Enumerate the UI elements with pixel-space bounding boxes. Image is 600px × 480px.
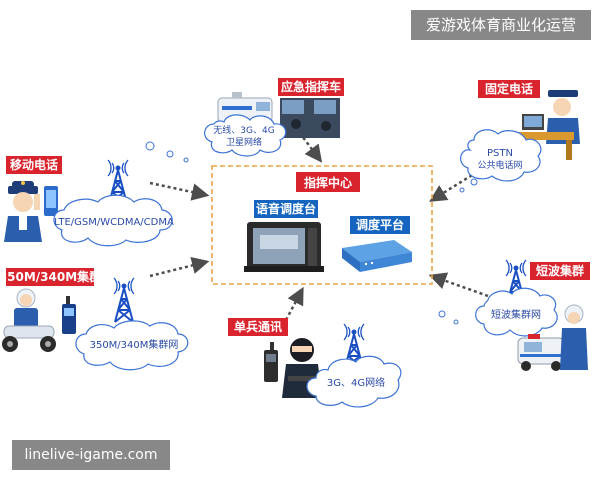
soldier-cloud-text: 3G、4G网络 [327, 376, 385, 389]
node-emergency-vehicle: 应急指挥车 无线、3G、4G 卫星网络 [204, 78, 344, 157]
arrow-mobile-to-center [149, 181, 210, 201]
node-mobile-phone: 移动电话 LTE/GSM/WCDMA/CDMA [4, 156, 174, 247]
shortwave-label: 短波集群 [536, 263, 584, 278]
fixed-phone-cloud-line1: PSTN [487, 148, 513, 159]
shortwave-cloud: 短波集群网 [475, 287, 558, 337]
dispatch-platform-icon [342, 240, 412, 272]
mobile-network-cloud-text: LTE/GSM/WCDMA/CDMA [54, 217, 174, 228]
command-center: 指挥中心 语音调度台 调度平台 [211, 165, 433, 285]
dispatch-platform-label: 调度平台 [356, 217, 404, 232]
trunking-tower-icon [113, 277, 135, 323]
command-center-border [211, 165, 433, 285]
emergency-vehicle-label-box [278, 78, 344, 96]
voice-console-label: 语音调度台 [256, 201, 316, 216]
trunking-cloud-text: 350M/340M集群网 [90, 338, 179, 351]
police-officer-icon [4, 181, 42, 242]
dispatch-platform-label-box [350, 216, 410, 234]
emergency-vehicle-label: 应急指挥车 [281, 79, 341, 94]
fixed-phone-cloud-line2: 公共电话网 [477, 159, 522, 171]
fixed-phone-cloud: PSTN 公共电话网 [460, 129, 542, 182]
fixed-phone-label: 固定电话 [485, 81, 533, 96]
arrow-trunking-to-center [149, 256, 210, 278]
node-soldier: 单兵通讯 3G、4G网络 [228, 318, 402, 408]
node-fixed-phone: 固定电话 PSTN 公共电话网 [460, 80, 580, 182]
handheld-radio-icon [264, 342, 278, 382]
command-center-title-box [296, 172, 360, 192]
watermark-top-right: 爱游戏体育商业化运营 [411, 10, 591, 40]
soldier-label-box [228, 318, 288, 336]
mobile-phone-label-box [6, 156, 62, 174]
fixed-phone-label-box [478, 80, 540, 98]
trunking-cloud: 350M/340M集群网 [75, 320, 189, 371]
command-center-title: 指挥中心 [304, 175, 352, 190]
trunking-label: 350M/340M集群 [0, 269, 101, 284]
motorcycle-officer-icon [2, 288, 56, 352]
arrow-shortwave-to-center [428, 272, 489, 298]
arrow-soldier-to-center [284, 286, 304, 321]
control-room-photo [280, 98, 340, 138]
emergency-vehicle-cloud-line1: 无线、3G、4G [213, 124, 274, 136]
soldier-label: 单兵通讯 [234, 319, 282, 334]
node-shortwave: 短波集群 短波集群网 [475, 259, 590, 371]
mobile-phone-icon [44, 186, 58, 216]
walkie-talkie-icon [62, 296, 76, 334]
node-trunking: 350M/340M集群 350M/340M集群网 [0, 268, 189, 371]
police-car-officer-icon [517, 304, 588, 371]
trunking-label-box [6, 268, 94, 286]
decorative-thought-dots [145, 141, 478, 325]
watermark-bottom-left: linelive-igame.com [12, 440, 170, 470]
shortwave-cloud-text: 短波集群网 [491, 308, 541, 321]
mobile-network-cloud: LTE/GSM/WCDMA/CDMA [53, 194, 174, 247]
emergency-vehicle-cloud-line2: 卫星网络 [226, 136, 262, 148]
desk-officer-icon [516, 90, 580, 160]
mobile-phone-label: 移动电话 [10, 157, 58, 172]
emergency-vehicle-cloud: 无线、3G、4G 卫星网络 [204, 114, 287, 157]
soldier-cloud: 3G、4G网络 [306, 355, 402, 408]
arrow-fixed-to-center [429, 170, 478, 202]
voice-console-label-box [254, 200, 318, 218]
shortwave-label-box [530, 262, 590, 280]
voice-console-icon [244, 222, 324, 272]
